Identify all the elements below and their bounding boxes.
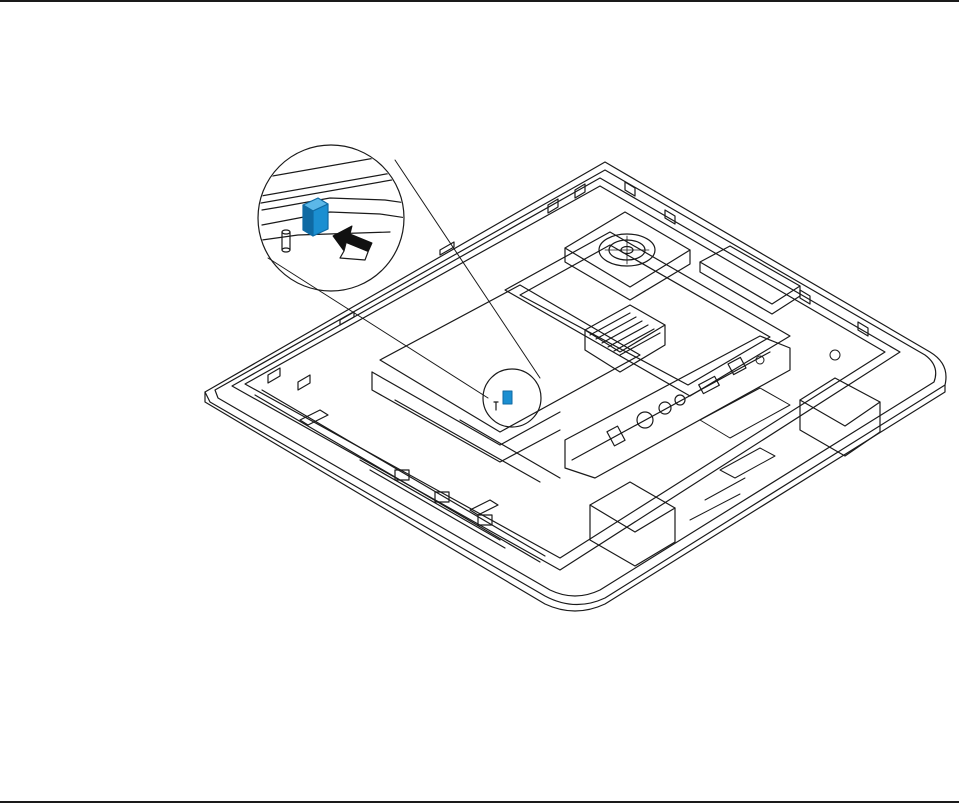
fan-module — [565, 212, 690, 300]
blue-tab — [303, 198, 328, 236]
magnified-callout — [250, 145, 420, 291]
motherboard — [505, 232, 790, 396]
cables — [690, 350, 840, 520]
drive-bay — [372, 285, 640, 482]
memory-module — [700, 246, 800, 314]
callout-leader-lines — [268, 160, 540, 398]
left-rail — [255, 390, 545, 562]
heatsink — [585, 305, 665, 372]
detail-target-circle — [483, 369, 541, 427]
arrow-icon — [333, 226, 372, 260]
inner-tray — [232, 178, 900, 570]
io-panel — [565, 336, 790, 478]
speaker-right — [800, 378, 880, 456]
